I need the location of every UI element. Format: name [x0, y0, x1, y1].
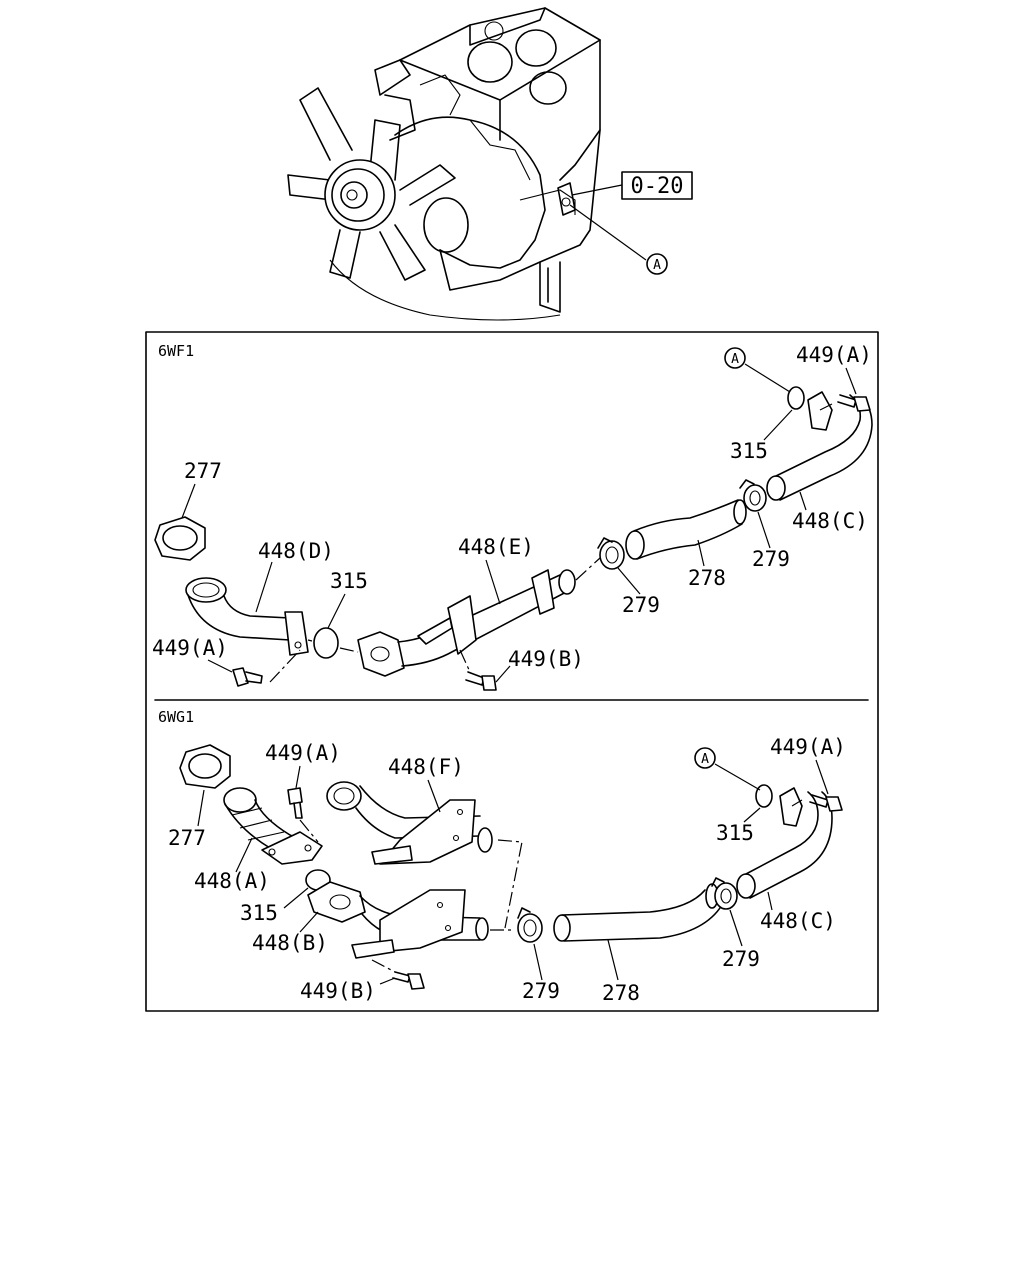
- sections-frame: [145, 331, 879, 1012]
- label-6wf1-277: 277: [184, 459, 222, 483]
- circle-marker-engine-label: A: [653, 258, 661, 273]
- label-6wg1-277: 277: [168, 826, 206, 850]
- reference-box-label: 0-20: [631, 174, 684, 199]
- engine-overview-drawing: [287, 7, 647, 321]
- circle-marker-6wf1-label: A: [731, 352, 739, 367]
- label-6wg1-448b: 448(B): [252, 931, 328, 955]
- pipe-448e: [357, 569, 576, 677]
- clamp-279-right-6wg1: [711, 877, 738, 910]
- bolt-449a-left-6wg1: [287, 787, 303, 819]
- label-6wf1-279-right: 279: [752, 547, 790, 571]
- gasket-315-left: [313, 627, 339, 659]
- label-6wg1-448f: 448(F): [388, 755, 464, 779]
- label-6wf1-315-left: 315: [330, 569, 368, 593]
- label-6wf1-449a-right: 449(A): [796, 343, 872, 367]
- label-6wf1-448d: 448(D): [258, 539, 334, 563]
- label-6wg1-315-right: 315: [716, 821, 754, 845]
- clamp-279-left: [597, 537, 625, 570]
- section-6wg1-code: 6WG1: [158, 708, 194, 726]
- label-6wg1-279-right: 279: [722, 947, 760, 971]
- label-6wg1-449b: 449(B): [300, 979, 376, 1003]
- label-6wf1-279-left: 279: [622, 593, 660, 617]
- label-6wf1-448e: 448(E): [458, 535, 534, 559]
- gasket-315-right-6wg1: [755, 784, 773, 808]
- label-6wg1-278: 278: [602, 981, 640, 1005]
- circle-marker-6wg1: [694, 747, 716, 769]
- label-6wg1-315-left: 315: [240, 901, 278, 925]
- bolt-449a-left: [232, 667, 263, 687]
- circle-marker-engine: [646, 253, 668, 275]
- bolt-449a-right-6wf1: [837, 394, 871, 412]
- section-6wf1-code: 6WF1: [158, 342, 194, 360]
- filler-neck-448a: [223, 787, 323, 865]
- filler-cap-277-6wg1: [179, 744, 231, 789]
- circle-marker-6wg1-label: A: [701, 752, 709, 767]
- label-6wf1-449a-left: 449(A): [152, 636, 228, 660]
- filler-cap-277: [154, 516, 206, 561]
- hose-278-6wg1: [553, 883, 723, 942]
- label-6wf1-448c: 448(C): [792, 509, 868, 533]
- label-6wf1-449b: 449(B): [508, 647, 584, 671]
- reference-box: [621, 171, 693, 200]
- label-6wg1-449a-right: 449(A): [770, 735, 846, 759]
- pipe-448b: [307, 881, 489, 959]
- label-6wg1-449a-left: 449(A): [265, 741, 341, 765]
- label-6wg1-448c: 448(C): [760, 909, 836, 933]
- label-6wg1-279-left: 279: [522, 979, 560, 1003]
- bolt-449a-right-6wg1: [809, 794, 843, 812]
- bolt-449b-6wf1: [465, 671, 497, 691]
- label-6wf1-315-right: 315: [730, 439, 768, 463]
- hose-278-6wf1: [625, 499, 747, 560]
- label-6wf1-278: 278: [688, 566, 726, 590]
- section-6wf1: 6WF1 277 448(D) 315 449(A): [152, 342, 873, 691]
- label-6wg1-448a: 448(A): [194, 869, 270, 893]
- gasket-315-right: [787, 386, 805, 410]
- circle-marker-6wf1: [724, 347, 746, 369]
- clamp-279-left-6wg1: [517, 907, 543, 943]
- clamp-279-right: [739, 479, 767, 512]
- bolt-449b-6wg1: [392, 971, 425, 990]
- pipe-448f: [326, 781, 493, 865]
- pipe-448c-6wf1: [766, 391, 873, 501]
- section-6wg1: 6WG1 277 448(A) 449(A) 315: [158, 708, 846, 1005]
- filler-neck-448d: [185, 577, 309, 656]
